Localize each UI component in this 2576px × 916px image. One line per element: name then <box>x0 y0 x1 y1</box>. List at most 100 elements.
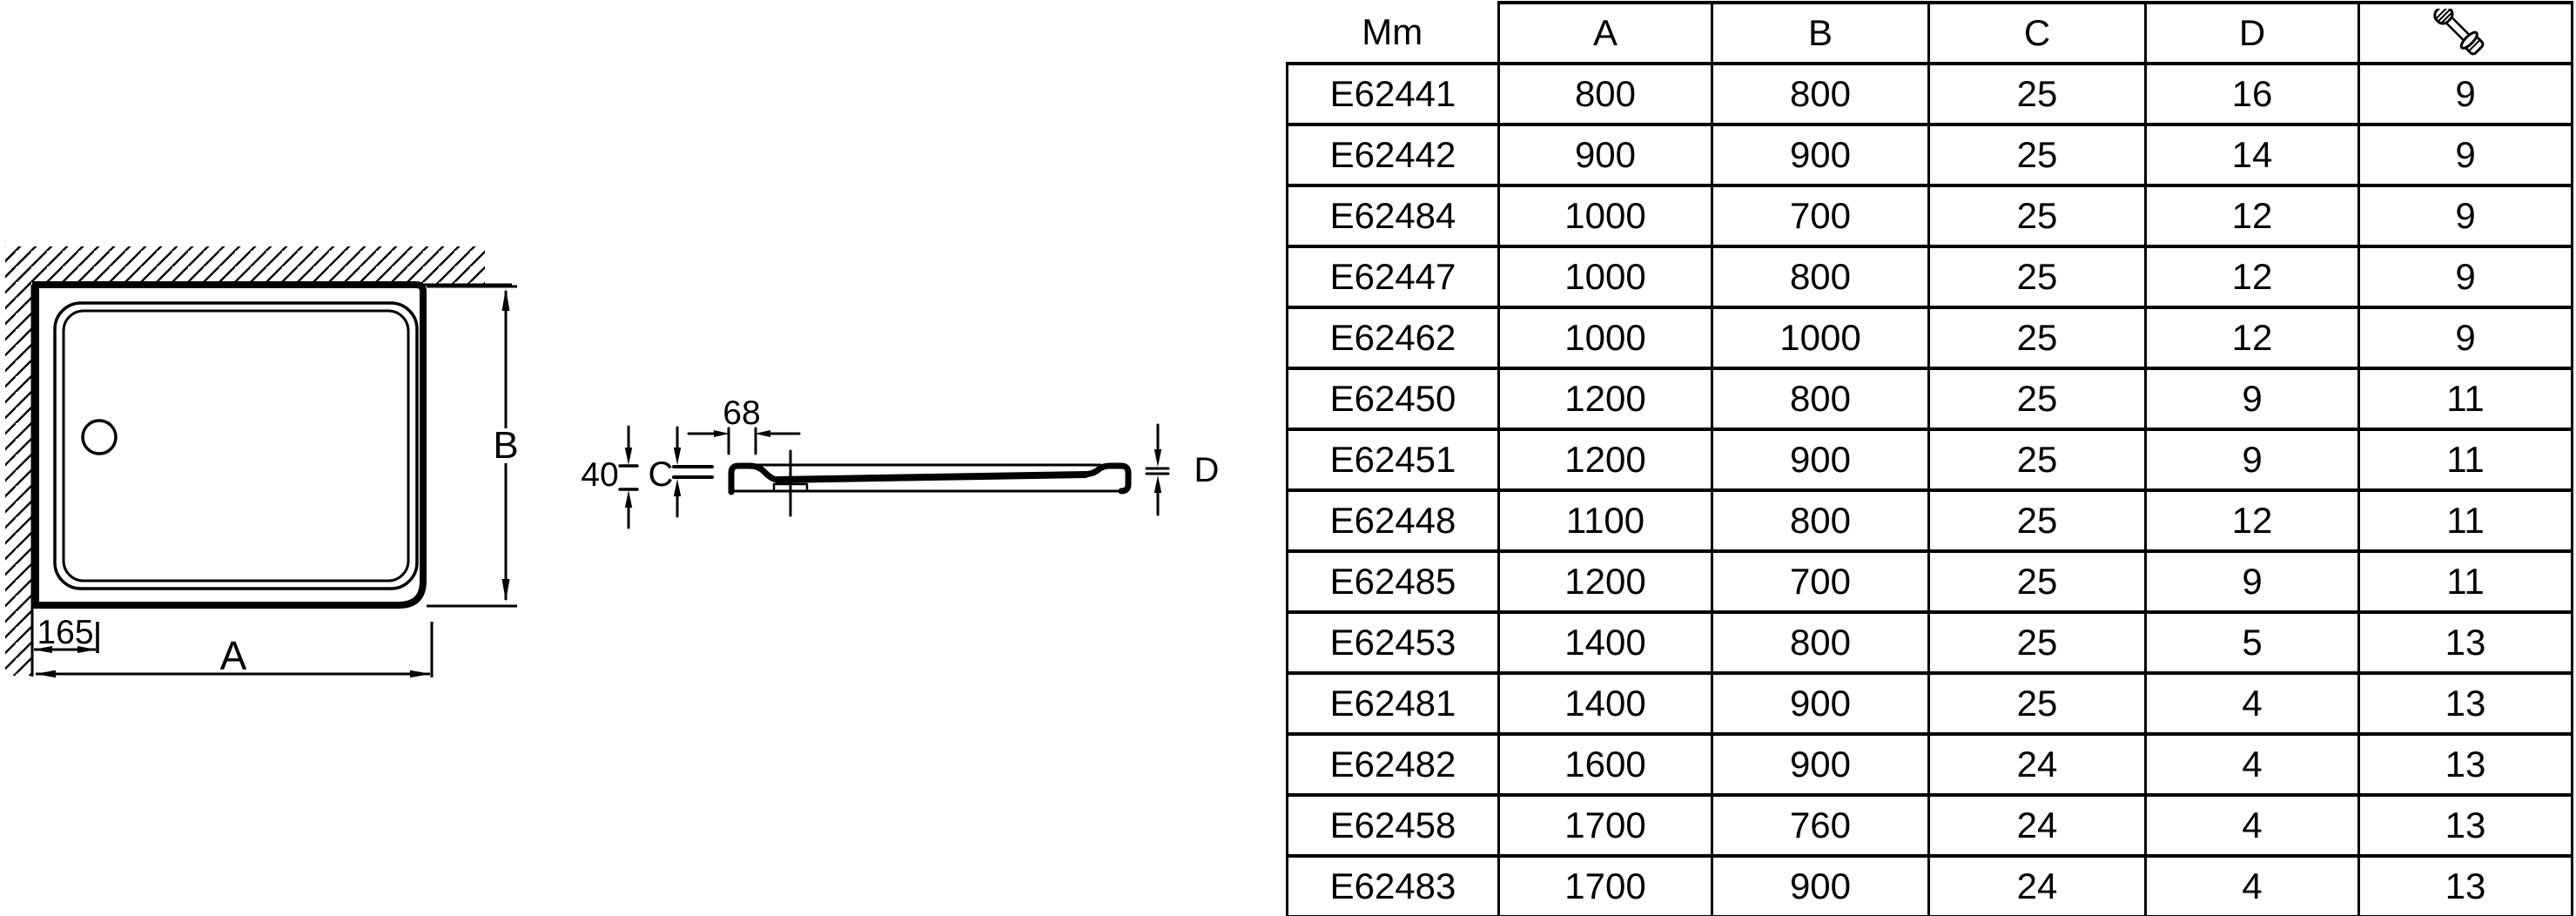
dim-b-cell: 800 <box>1711 610 1930 675</box>
dim-label-40: 40 <box>581 456 618 494</box>
col-d-header: D <box>2144 1 2360 65</box>
dim-a-cell: 1200 <box>1497 428 1713 492</box>
product-code-cell: E62450 <box>1286 367 1500 431</box>
dim-d-cell: 4 <box>2144 671 2360 736</box>
dim-b-cell: 900 <box>1711 428 1930 492</box>
dim-c-cell: 25 <box>1927 306 2147 370</box>
dim-b-cell: 900 <box>1711 732 1930 797</box>
product-code-cell: E62447 <box>1286 245 1500 309</box>
dim-d-cell: 12 <box>2144 184 2360 248</box>
wall-hatch-top <box>5 246 485 285</box>
profile-floor <box>774 471 1089 483</box>
dim-label-a: A <box>220 633 247 678</box>
dim-d-cell: 5 <box>2144 610 2360 675</box>
dim-b-cell: 800 <box>1711 245 1930 309</box>
dimension-68: 68 <box>687 394 801 455</box>
product-code-cell: E62484 <box>1286 184 1500 248</box>
feet-count-cell: 13 <box>2357 854 2573 916</box>
dim-c-cell: 25 <box>1927 428 2147 492</box>
dim-b-cell: 900 <box>1711 123 1930 187</box>
technical-drawing: B 165 A <box>5 246 1219 678</box>
profile-left-lip <box>728 462 784 495</box>
dim-a-cell: 900 <box>1497 123 1713 187</box>
profile-right-lip <box>1080 462 1132 495</box>
dimension-c: C <box>649 426 714 518</box>
dimension-a: A <box>35 622 434 678</box>
dim-a-cell: 1000 <box>1497 245 1713 309</box>
dim-b-cell: 800 <box>1711 488 1930 553</box>
dim-c-cell: 25 <box>1927 367 2147 431</box>
dim-d-cell: 4 <box>2144 732 2360 797</box>
dim-label-165: 165 <box>37 614 93 651</box>
feet-count-cell: 9 <box>2357 306 2573 370</box>
dim-label-68: 68 <box>723 394 760 432</box>
dim-a-cell: 1600 <box>1497 732 1713 797</box>
dim-d-cell: 4 <box>2144 793 2360 858</box>
table-header-row: Mm A B C D <box>1287 1 2573 65</box>
feet-count-cell: 11 <box>2357 428 2573 492</box>
dim-c-cell: 25 <box>1927 184 2147 248</box>
dim-c-cell: 25 <box>1927 62 2147 126</box>
feet-count-cell: 13 <box>2357 610 2573 675</box>
dim-c-cell: 25 <box>1927 549 2147 614</box>
feet-count-cell: 13 <box>2357 793 2573 858</box>
dim-c-cell: 25 <box>1927 123 2147 187</box>
feet-count-cell: 11 <box>2357 367 2573 431</box>
tray-inner-rim-inner <box>62 309 410 583</box>
dimension-b: B <box>427 285 519 608</box>
dim-c-cell: 25 <box>1927 488 2147 553</box>
product-code-cell: E62451 <box>1286 428 1500 492</box>
dim-a-cell: 1000 <box>1497 184 1713 248</box>
dim-a-cell: 1200 <box>1497 549 1713 614</box>
col-b-header: B <box>1711 1 1930 65</box>
dim-d-cell: 4 <box>2144 854 2360 916</box>
dim-b-cell: 760 <box>1711 793 1930 858</box>
dim-d-cell: 12 <box>2144 245 2360 309</box>
dimension-40: 40 <box>581 425 639 529</box>
threaded-foot-icon <box>2433 4 2485 56</box>
col-c-header: C <box>1927 1 2147 65</box>
dim-a-cell: 1700 <box>1497 793 1713 858</box>
dim-a-cell: 800 <box>1497 62 1713 126</box>
dim-d-cell: 12 <box>2144 488 2360 553</box>
dim-c-cell: 25 <box>1927 671 2147 736</box>
dim-b-cell: 1000 <box>1711 306 1930 370</box>
product-code-cell: E62453 <box>1286 610 1500 675</box>
feet-header-cell <box>2357 1 2573 65</box>
feet-count-cell: 9 <box>2357 245 2573 309</box>
dim-d-cell: 9 <box>2144 428 2360 492</box>
product-code-cell: E62483 <box>1286 854 1500 916</box>
top-view: B 165 A <box>5 246 519 678</box>
product-code-cell: E62441 <box>1286 62 1500 126</box>
dim-a-cell: 1200 <box>1497 367 1713 431</box>
dim-d-cell: 12 <box>2144 306 2360 370</box>
dim-d-cell: 16 <box>2144 62 2360 126</box>
unit-header-cell: Mm <box>1287 3 1500 65</box>
dim-c-cell: 25 <box>1927 610 2147 675</box>
product-code-cell: E62481 <box>1286 671 1500 736</box>
dim-label-c: C <box>649 455 674 494</box>
dim-b-cell: 800 <box>1711 62 1930 126</box>
dimensions-table: Mm A B C D <box>1286 1 2573 916</box>
dim-b-cell: 700 <box>1711 184 1930 248</box>
dim-c-cell: 25 <box>1927 245 2147 309</box>
dim-label-b: B <box>493 424 518 467</box>
product-code-cell: E62458 <box>1286 793 1500 858</box>
tray-inner-rim-outer <box>53 301 419 590</box>
feet-count-cell: 9 <box>2357 123 2573 187</box>
dim-d-cell: 9 <box>2144 367 2360 431</box>
dim-c-cell: 24 <box>1927 854 2147 916</box>
dim-a-cell: 1100 <box>1497 488 1713 553</box>
dim-a-cell: 1000 <box>1497 306 1713 370</box>
product-code-cell: E62485 <box>1286 549 1500 614</box>
